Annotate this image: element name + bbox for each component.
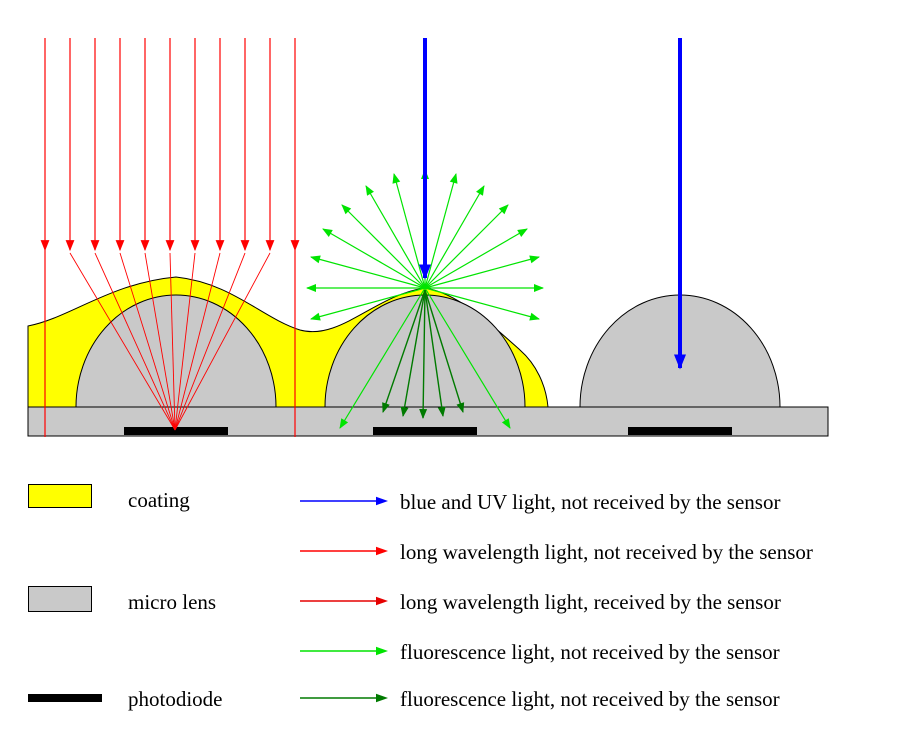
fluorescence-ray [365, 185, 426, 289]
photodiode-swatch-rect [28, 694, 102, 702]
legend-fluorescence-light-label: fluorescence light, not received by the … [400, 640, 780, 664]
blue-uv-rays [419, 38, 686, 370]
focused-ray [69, 252, 176, 431]
legend-arrow-blue-uv [300, 496, 388, 506]
focused-ray [94, 252, 176, 431]
micro-lens-1 [75, 294, 277, 408]
coating-swatch-rect [28, 484, 92, 508]
legend-arrowhead [376, 496, 388, 506]
coating-swatch [28, 484, 92, 508]
photodiode-1 [124, 427, 228, 435]
fluorescence-ray [424, 287, 511, 429]
focused-ray [174, 252, 246, 431]
fluorescence-ray [341, 204, 426, 289]
legend-red-not-received-label: long wavelength light, not received by t… [400, 540, 813, 564]
microlens-diagram [27, 38, 829, 437]
fluorescence-ray [424, 228, 528, 289]
red-rays-focused [69, 252, 271, 431]
micro-lens-swatch-rect [28, 586, 92, 612]
legend-blue-uv-label: blue and UV light, not received by the s… [400, 490, 781, 514]
fluorescence-ray [310, 287, 426, 321]
fluorescence-ray-down [424, 289, 446, 417]
focused-ray [174, 252, 196, 431]
photodiode-swatch [28, 694, 102, 702]
legend-red-received-label: long wavelength light, received by the s… [400, 590, 781, 614]
micro-lens-label: micro lens [128, 590, 217, 614]
photodiode-3 [628, 427, 732, 435]
focused-ray [174, 252, 271, 431]
red-rays-incoming [40, 38, 300, 437]
focused-ray [174, 252, 221, 431]
fluorescence-ray [424, 255, 540, 289]
micro-lens-swatch [28, 586, 92, 612]
fluorescence-ray [424, 287, 540, 321]
fluorescence-ray [322, 228, 426, 289]
legend-arrowhead [376, 596, 388, 606]
photodiodes [124, 427, 732, 435]
fluorescence-ray-down [400, 289, 426, 417]
legend-arrow-red-received [300, 596, 388, 606]
legend-arrow-red-not-received [300, 546, 388, 556]
coating-label: coating [128, 488, 190, 512]
legend-arrowhead [376, 693, 388, 703]
fluorescence-ray [424, 185, 485, 289]
focused-ray [119, 252, 176, 431]
focused-ray [144, 252, 176, 431]
fluorescence-ray [339, 287, 426, 429]
legend-arrow-fluorescence-dark [300, 693, 388, 703]
fluorescence-ray-down [382, 289, 426, 413]
legend-arrowhead [376, 646, 388, 656]
legend-arrowhead [376, 546, 388, 556]
photodiode-2 [373, 427, 477, 435]
legend-arrow-fluorescence-light [300, 646, 388, 656]
photodiode-label: photodiode [128, 687, 223, 711]
fluorescence-ray-down [419, 289, 428, 419]
fluorescence-rays-dark [382, 289, 465, 419]
fluorescence-ray [424, 204, 509, 289]
fluorescence-ray [310, 255, 426, 289]
focused-ray [169, 252, 176, 431]
fluorescence-rays-light [306, 169, 544, 429]
fluorescence-ray [424, 173, 458, 289]
fluorescence-ray-down [424, 289, 465, 413]
fluorescence-ray [392, 173, 426, 289]
legend-fluorescence-dark-label: fluorescence light, not received by the … [400, 687, 780, 711]
